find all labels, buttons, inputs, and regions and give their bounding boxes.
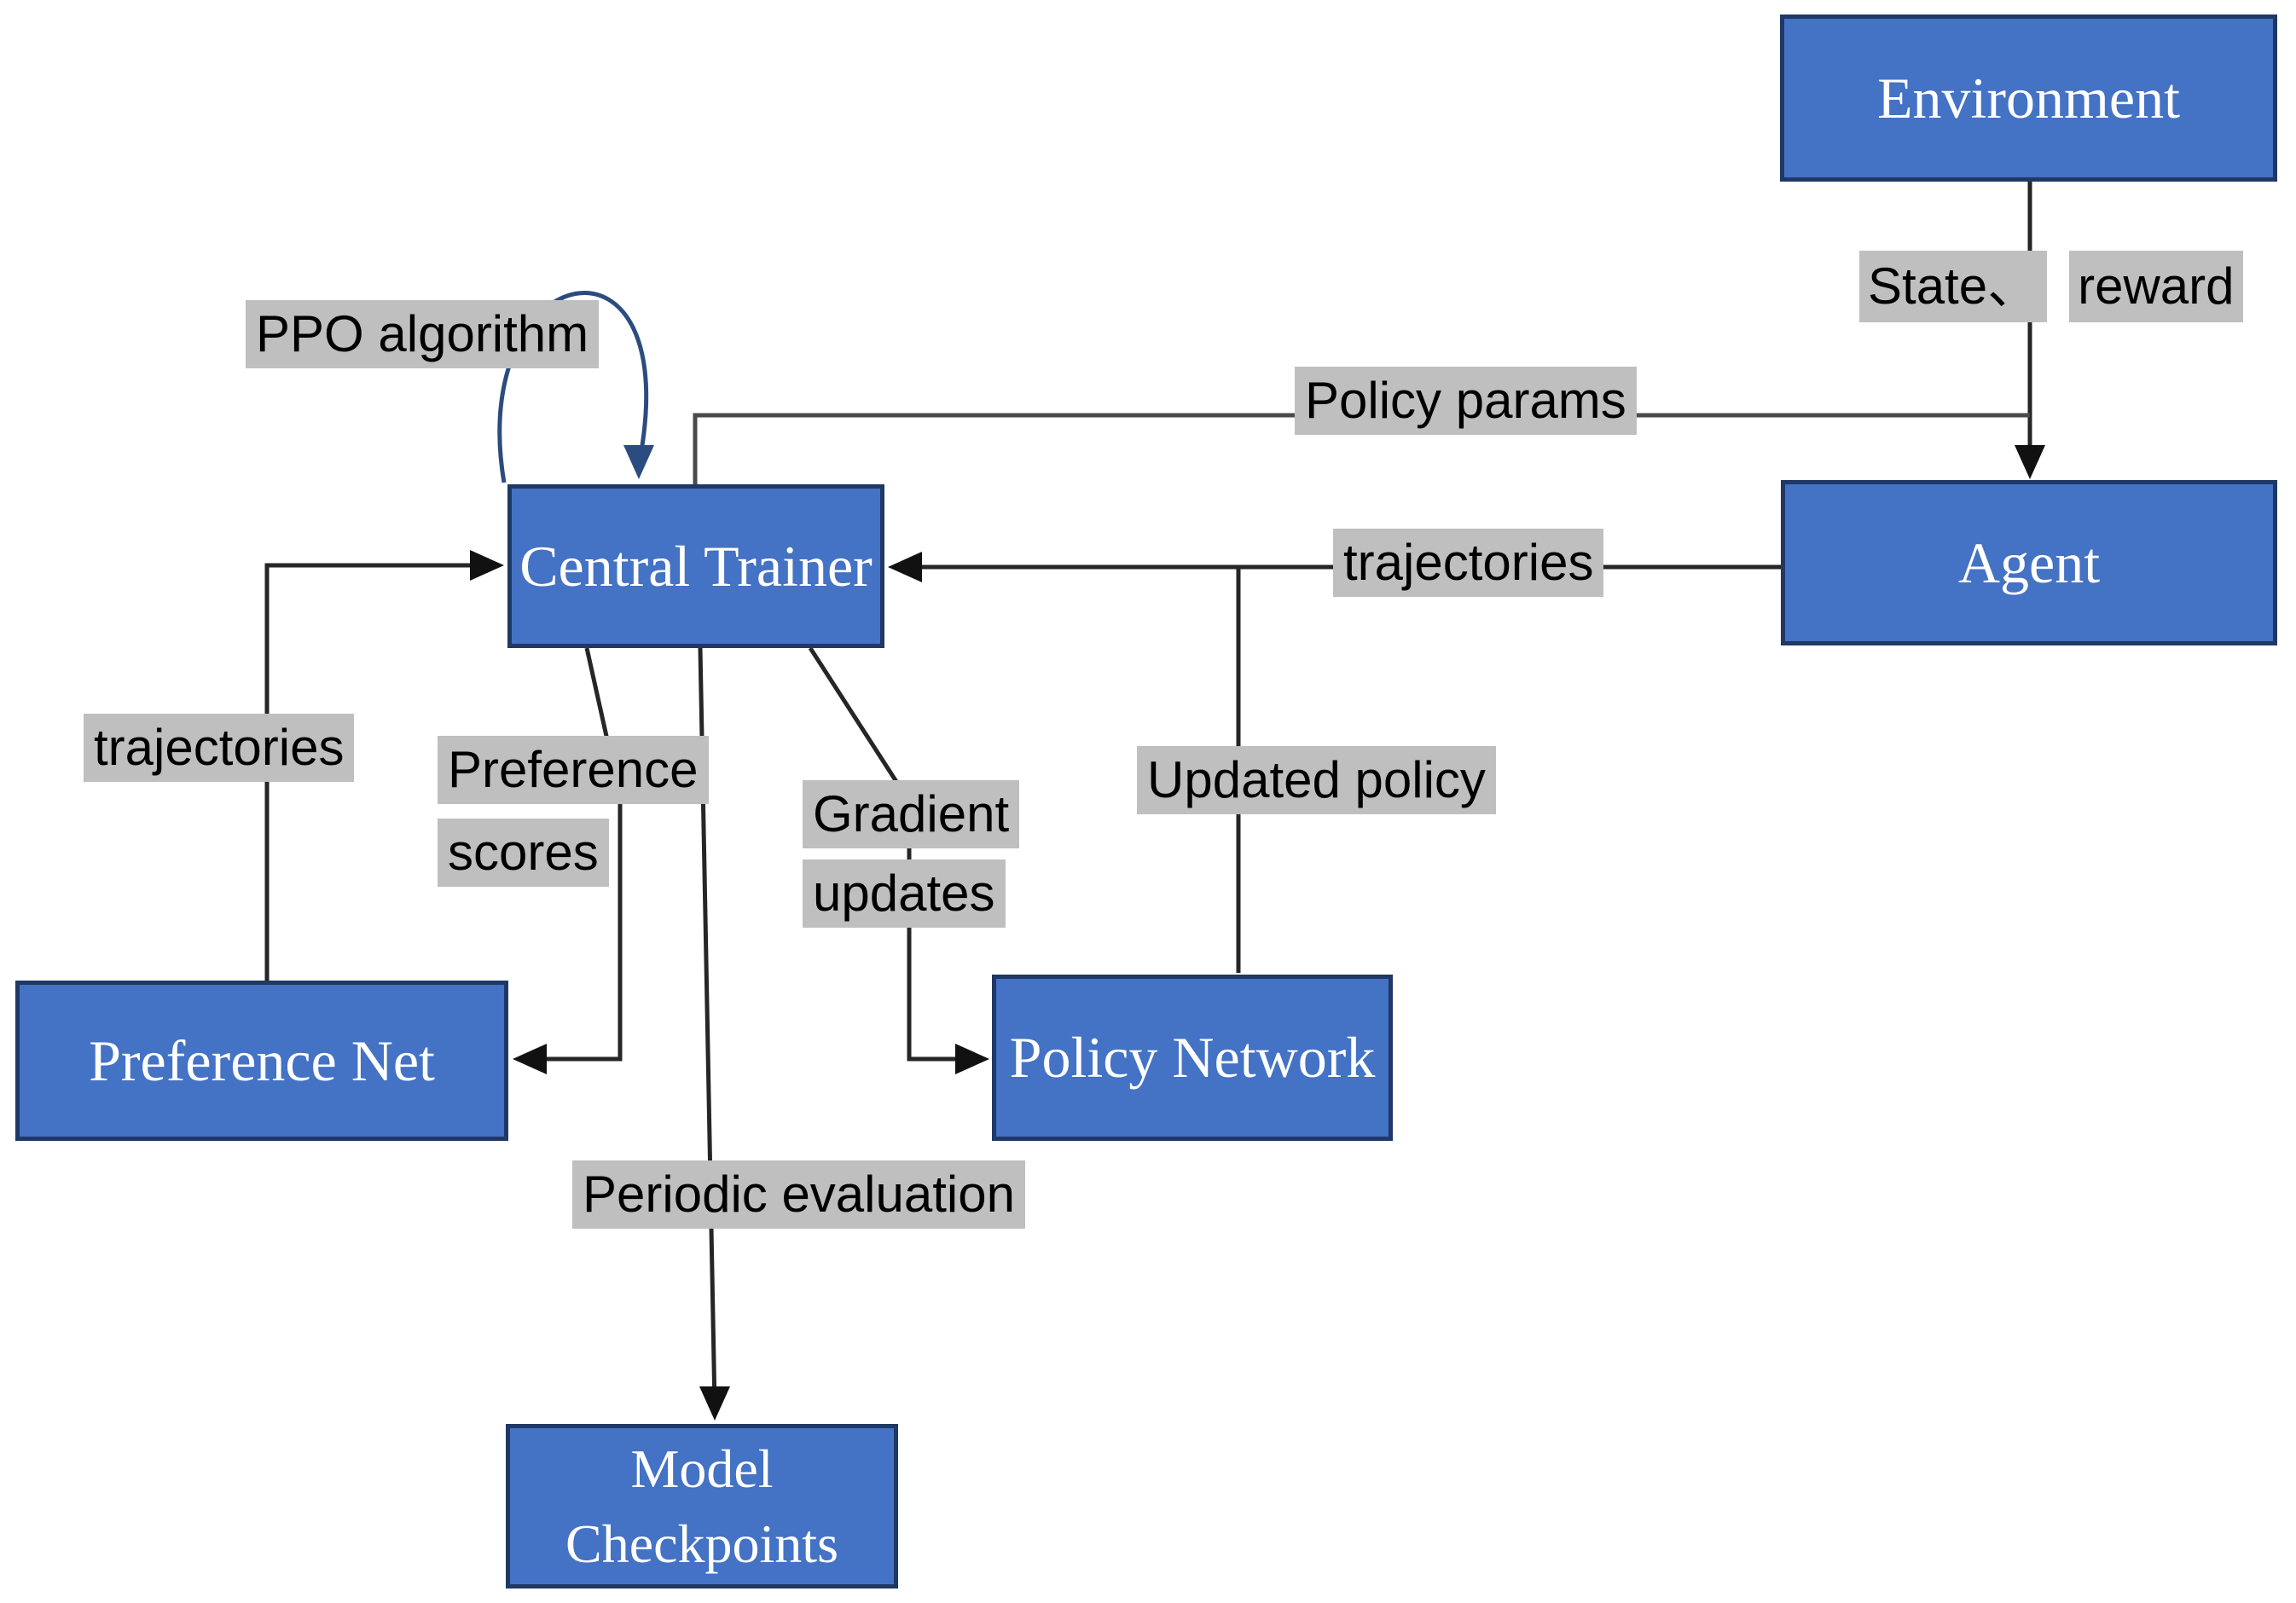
edge-label-gradient-updates-line1: Gradient [803,780,1020,848]
arrowhead-into-agent [2015,445,2045,479]
node-agent-label: Agent [1957,530,2101,595]
node-agent: Agent [1781,480,2277,645]
edge-label-gradient-updates-line2: updates [803,859,1006,928]
edge-central-prefnet [525,647,623,1062]
arrowhead-into-prefnet [513,1044,547,1074]
edge-label-state: State、 [1859,251,2048,322]
arrowhead-into-policynet [955,1044,989,1074]
edge-prefnet-central [264,563,493,981]
node-central-trainer: Central Trainer [507,484,884,648]
arrowhead-ppo-loop [623,445,654,479]
arrowhead-into-central-left [470,550,504,581]
node-preference-net-label: Preference Net [89,1027,435,1093]
edge-label-policy-params: Policy params [1295,367,1637,435]
edge-label-state-reward: State、 reward [1859,251,2243,322]
edge-label-trajectories-agent: trajectories [1333,529,1604,597]
edge-central-policynet [808,646,979,1062]
arrowhead-into-central-right [888,552,922,582]
edge-ppo-self-loop [497,291,649,483]
node-policy-network-label: Policy Network [1009,1025,1376,1090]
edge-label-updated-policy: Updated policy [1137,746,1496,814]
node-model-checkpoints-label: Model Checkpoints [565,1432,838,1582]
edge-label-ppo-algorithm: PPO algorithm [246,300,600,368]
edge-label-periodic-evaluation: Periodic evaluation [572,1160,1025,1229]
node-central-trainer-label: Central Trainer [519,533,873,599]
node-model-checkpoints-line2: Checkpoints [565,1513,838,1574]
node-policy-network: Policy Network [992,975,1393,1141]
arrowhead-into-checkpoints [699,1386,730,1421]
edge-label-trajectories-preference: trajectories [84,714,355,782]
edge-label-reward: reward [2069,251,2243,322]
edge-label-preference-scores-line2: scores [438,819,609,887]
node-environment-label: Environment [1876,65,2181,130]
node-environment: Environment [1780,14,2277,182]
node-model-checkpoints: Model Checkpoints [506,1424,898,1589]
node-model-checkpoints-line1: Model [630,1438,774,1499]
edge-label-preference-scores-line1: Preference [438,736,709,804]
node-preference-net: Preference Net [15,981,508,1141]
